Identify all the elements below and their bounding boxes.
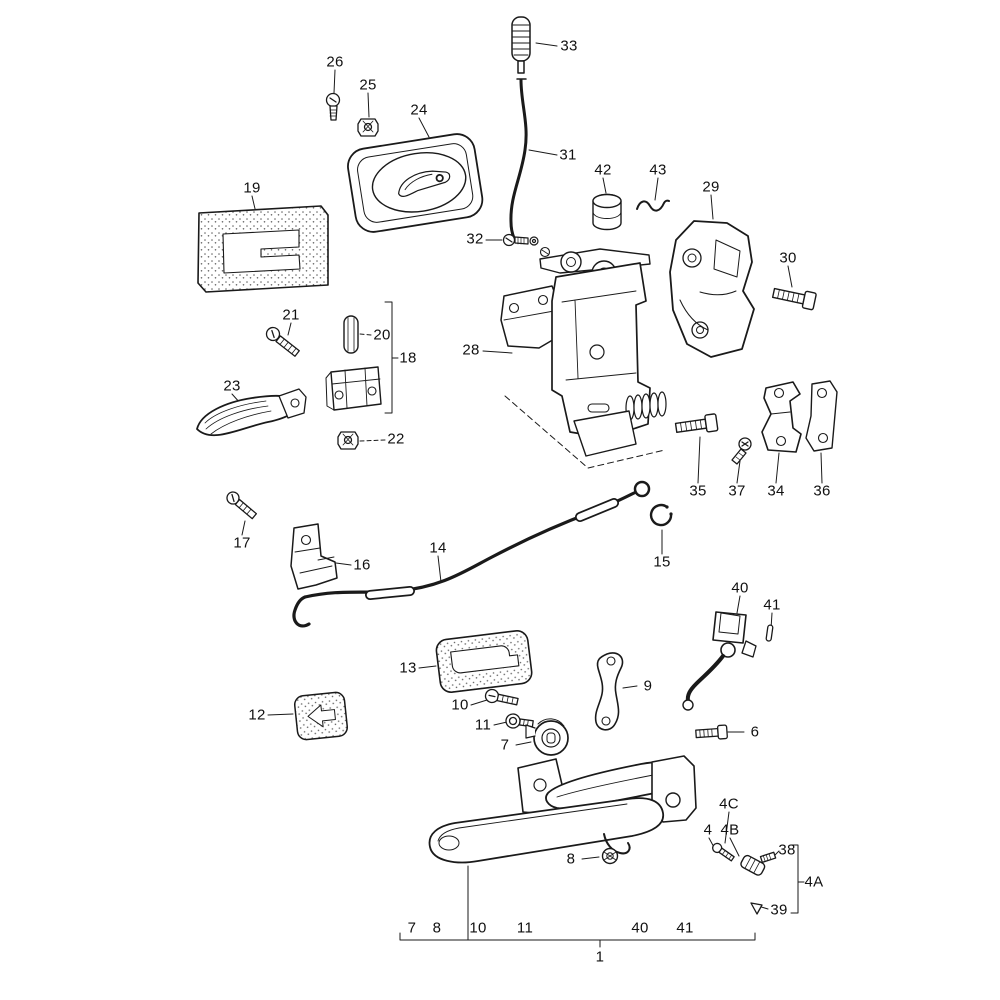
callout-ref-10: 10 xyxy=(469,919,487,937)
part-21-screw xyxy=(265,326,300,357)
part-29-lock-body xyxy=(669,220,755,358)
part-12-gasket-pad xyxy=(293,691,349,741)
callout-4B: 4B xyxy=(720,821,740,839)
callout-ref-40: 40 xyxy=(631,919,649,937)
callout-24: 24 xyxy=(410,101,428,119)
part-35-bolt xyxy=(674,413,719,434)
part-37-screw xyxy=(731,437,752,465)
part-4-lock-cylinder-set xyxy=(712,842,777,915)
callout-8: 8 xyxy=(566,850,576,868)
part-15-circlip xyxy=(649,503,673,527)
callout-6: 6 xyxy=(750,723,760,741)
callout-19: 19 xyxy=(243,179,261,197)
callout-4C: 4C xyxy=(719,795,739,813)
part-30-bolt xyxy=(771,287,817,311)
group-brackets xyxy=(384,301,805,948)
callout-32: 32 xyxy=(466,230,484,248)
callout-20: 20 xyxy=(373,326,391,344)
callout-28: 28 xyxy=(462,341,480,359)
part-17-screw xyxy=(226,491,258,520)
callout-ref-41: 41 xyxy=(676,919,694,937)
callout-18: 18 xyxy=(399,349,417,367)
part-4-screw xyxy=(712,842,735,862)
part-14-connecting-rod xyxy=(292,480,651,628)
part-13-gasket xyxy=(435,630,533,693)
part-36-plate xyxy=(805,380,838,452)
part-18-bracket xyxy=(325,366,382,411)
callout-16: 16 xyxy=(353,556,371,574)
callout-23: 23 xyxy=(223,377,241,395)
leader-lines xyxy=(231,42,823,910)
callout-21: 21 xyxy=(282,306,300,324)
callout-41: 41 xyxy=(763,596,781,614)
callout-29: 29 xyxy=(702,178,720,196)
part-19-frame-gasket xyxy=(197,205,329,293)
part-4b-cylinder xyxy=(740,854,766,876)
part-25-clip-nut xyxy=(357,118,379,137)
part-42-grommet xyxy=(592,193,622,231)
part-33-lock-knob xyxy=(511,16,531,74)
callout-ref-7: 7 xyxy=(407,919,417,937)
part-10-screw xyxy=(484,688,519,706)
part-7-lock-housing xyxy=(525,718,569,756)
callout-ref-8: 8 xyxy=(432,919,442,937)
callout-38: 38 xyxy=(778,841,796,859)
callout-17: 17 xyxy=(233,534,251,552)
callout-4A: 4A xyxy=(804,873,824,891)
part-26-screw xyxy=(325,92,341,121)
part-9-lever xyxy=(594,652,624,731)
callout-25: 25 xyxy=(359,76,377,94)
part-23-inner-handle xyxy=(196,388,307,437)
callout-13: 13 xyxy=(399,659,417,677)
callout-7: 7 xyxy=(500,736,510,754)
part-32-screw xyxy=(502,233,539,247)
part-39-pin xyxy=(750,902,763,915)
part-24-handle-bezel xyxy=(347,133,484,233)
part-38-screw xyxy=(759,851,777,863)
callout-12: 12 xyxy=(248,706,266,724)
part-outer-handle-base xyxy=(428,797,664,864)
callout-33: 33 xyxy=(560,37,578,55)
part-34-striker-bracket xyxy=(761,381,802,453)
callout-35: 35 xyxy=(689,482,707,500)
callout-42: 42 xyxy=(594,161,612,179)
callout-26: 26 xyxy=(326,53,344,71)
part-31-rod xyxy=(509,78,528,240)
bracket-4a xyxy=(790,844,805,914)
callout-assembly-1: 1 xyxy=(595,948,605,966)
callout-31: 31 xyxy=(559,146,577,164)
part-20-pin xyxy=(343,315,359,354)
part-43-wire-clip xyxy=(636,199,670,212)
bracket-18 xyxy=(384,301,399,414)
part-16-bracket xyxy=(290,523,338,590)
callout-11: 11 xyxy=(474,716,492,734)
callout-34: 34 xyxy=(767,482,785,500)
callout-14: 14 xyxy=(429,539,447,557)
callout-ref-11: 11 xyxy=(516,919,534,937)
part-28-lock-mechanism xyxy=(500,246,667,469)
part-41-pin xyxy=(765,624,774,642)
part-8-nut xyxy=(601,847,619,865)
callout-37: 37 xyxy=(728,482,746,500)
callout-9: 9 xyxy=(643,677,653,695)
callout-30: 30 xyxy=(779,249,797,267)
callout-43: 43 xyxy=(649,161,667,179)
callout-10: 10 xyxy=(451,696,469,714)
callout-15: 15 xyxy=(653,553,671,571)
part-40-lock-lever xyxy=(682,611,757,711)
callout-22: 22 xyxy=(387,430,405,448)
callout-40: 40 xyxy=(731,579,749,597)
callout-39: 39 xyxy=(770,901,788,919)
part-22-clip-nut xyxy=(337,431,359,450)
part-11-screw xyxy=(505,713,534,729)
reference-bar xyxy=(399,865,756,948)
callout-4: 4 xyxy=(703,821,713,839)
callout-36: 36 xyxy=(813,482,831,500)
part-6-bolt xyxy=(695,724,728,740)
